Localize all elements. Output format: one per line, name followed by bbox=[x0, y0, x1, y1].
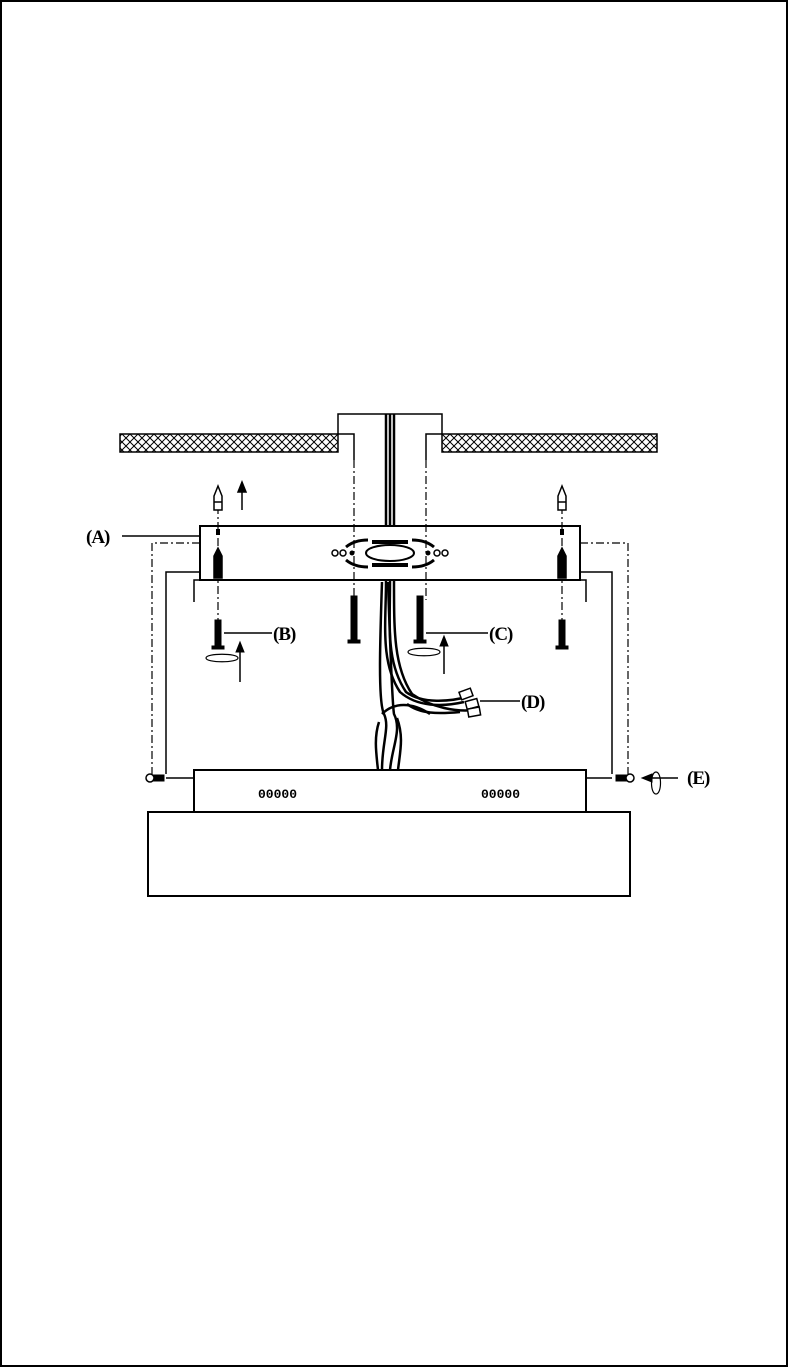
screw-b-left bbox=[211, 619, 225, 650]
anchor-left-inner bbox=[213, 546, 223, 579]
screws-c bbox=[347, 595, 449, 674]
rotate-arrow-e bbox=[650, 771, 662, 795]
side-screws-e bbox=[145, 771, 678, 795]
screws-b bbox=[205, 619, 569, 682]
screw-c-right bbox=[413, 595, 427, 644]
label-e: (E) bbox=[687, 768, 710, 789]
bracket-center-slots bbox=[331, 538, 449, 569]
ceiling-left-slab bbox=[119, 433, 339, 453]
wire-connectors bbox=[458, 687, 482, 718]
fixture: 00000 00000 bbox=[147, 769, 631, 897]
ceiling bbox=[119, 413, 658, 460]
anchor-right-inner bbox=[557, 546, 567, 579]
bracket-left-flange bbox=[165, 571, 200, 774]
leader-lines bbox=[122, 535, 520, 702]
insert-arrows bbox=[236, 479, 248, 510]
label-b: (B) bbox=[273, 624, 296, 645]
mounting-bracket bbox=[165, 525, 613, 774]
wall-anchors bbox=[213, 483, 567, 579]
bracket-right-flange bbox=[580, 571, 613, 774]
screw-b-right bbox=[555, 619, 569, 650]
label-a: (A) bbox=[86, 527, 110, 548]
side-screw-left bbox=[145, 773, 165, 783]
screw-c-left bbox=[347, 595, 361, 644]
side-screw-right bbox=[615, 773, 635, 783]
anchor-right-top bbox=[557, 483, 567, 511]
label-d: (D) bbox=[521, 692, 545, 713]
rotate-arrow-c bbox=[407, 647, 441, 657]
vent-marks-left: 00000 bbox=[258, 787, 297, 802]
rotate-arrow-b bbox=[205, 653, 239, 663]
ceiling-right-slab bbox=[441, 433, 658, 453]
supply-wires bbox=[374, 414, 475, 771]
label-c: (C) bbox=[489, 624, 513, 645]
fixture-shade bbox=[147, 811, 631, 897]
anchor-left-top bbox=[213, 483, 223, 511]
fixture-canopy bbox=[193, 769, 587, 813]
vent-marks-right: 00000 bbox=[481, 787, 520, 802]
